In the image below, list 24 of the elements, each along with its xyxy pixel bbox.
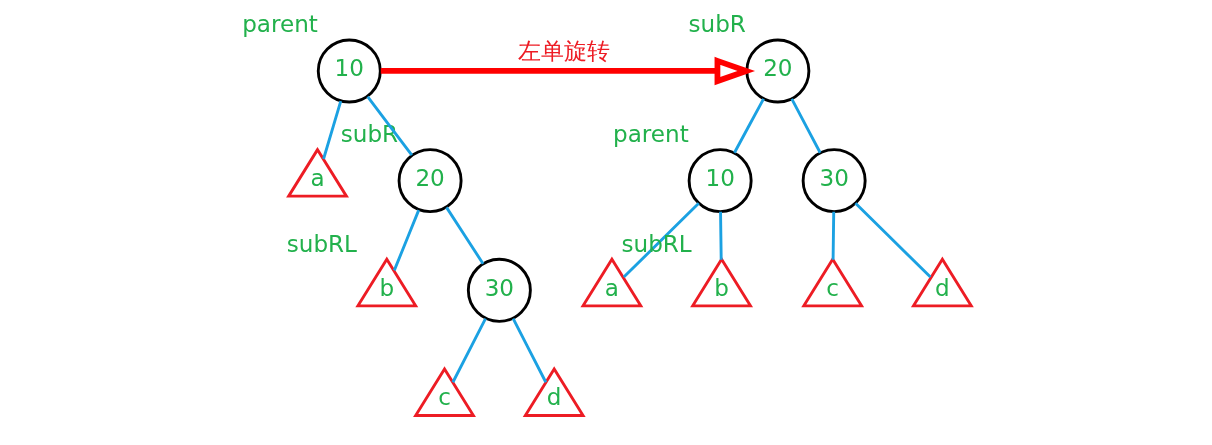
edge-label: 左单旋转 <box>517 38 610 65</box>
connector <box>321 100 342 160</box>
connector <box>718 211 723 260</box>
node-circle: 30 <box>466 257 532 323</box>
node-circle: 20 <box>397 148 463 214</box>
node-label: parent <box>612 121 689 148</box>
node-label: subR <box>340 121 398 148</box>
node-circle: 10 <box>687 148 753 214</box>
node-label: subR <box>688 11 746 38</box>
connector <box>790 98 821 154</box>
connector <box>831 211 835 260</box>
node-circle: 10 <box>316 38 382 104</box>
node-label: subRL <box>286 230 357 257</box>
node-circle: 30 <box>801 148 867 214</box>
node-label: parent <box>241 11 318 38</box>
connector <box>732 98 765 154</box>
connector <box>511 318 547 383</box>
connector <box>392 209 420 271</box>
connector <box>444 206 484 265</box>
arrow <box>380 56 755 86</box>
connector <box>365 95 413 156</box>
connector <box>854 202 931 279</box>
node-circle: 20 <box>744 38 810 104</box>
connector <box>451 318 487 383</box>
